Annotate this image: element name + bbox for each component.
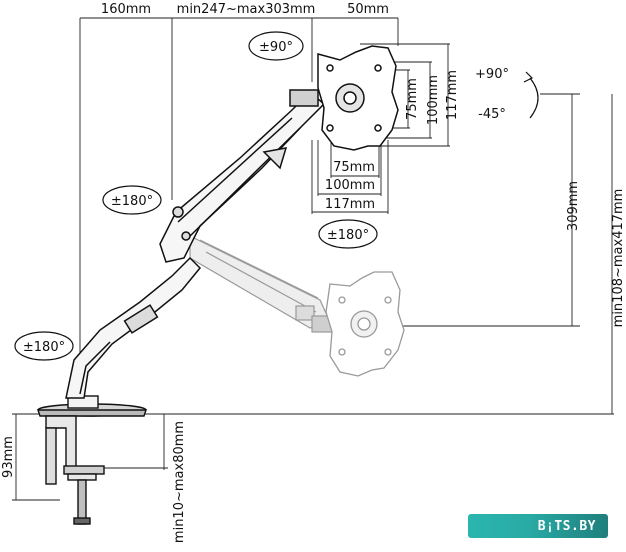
height-travel-label: 309mm: [566, 181, 581, 231]
vesa-h-outer-label: 117mm: [325, 197, 375, 212]
vesa-v-inner-label: 75mm: [405, 78, 420, 120]
clamp-height-label: 93mm: [1, 436, 16, 478]
arm-reach-label: min247~max303mm: [177, 2, 316, 17]
clamp: [45, 415, 105, 525]
desk-thickness-label: min10~max80mm: [172, 421, 187, 543]
vesa-v-mid-label: 100mm: [426, 75, 441, 125]
tilt-up-label: +90°: [475, 67, 509, 82]
vesa-plate: [317, 45, 399, 151]
lower-joint-label: ±180°: [327, 228, 369, 243]
vesa-v-outer-label: 117mm: [445, 70, 460, 120]
total-height-label: min108~max417mm: [611, 189, 626, 328]
upper-joint-label: ±180°: [111, 194, 153, 209]
watermark-logo: B¡TS.BY: [468, 514, 608, 538]
rotation-arrows: [523, 71, 539, 119]
dimension-guides: [12, 17, 614, 501]
plate-swivel-label: ±90°: [259, 40, 293, 55]
base-joint-label: ±180°: [23, 340, 65, 355]
vesa-h-mid-label: 100mm: [325, 178, 375, 193]
tilt-down-label: -45°: [478, 107, 506, 122]
ghost-arm-lowered: [189, 235, 333, 333]
upper-arm: [159, 89, 326, 263]
plate-offset-label: 50mm: [347, 2, 389, 17]
rotation-badge-lower: ±180°: [318, 219, 378, 249]
desk-base: [37, 395, 147, 417]
arm-offset-label: 160mm: [101, 2, 151, 17]
rotation-badge-base: ±180°: [14, 331, 74, 361]
vesa-h-inner-label: 75mm: [333, 160, 375, 175]
ghost-vesa-plate: [325, 271, 405, 377]
lower-arm: [65, 256, 202, 399]
rotation-badge-plate: ±90°: [248, 31, 304, 61]
rotation-badge-upper: ±180°: [102, 185, 162, 215]
